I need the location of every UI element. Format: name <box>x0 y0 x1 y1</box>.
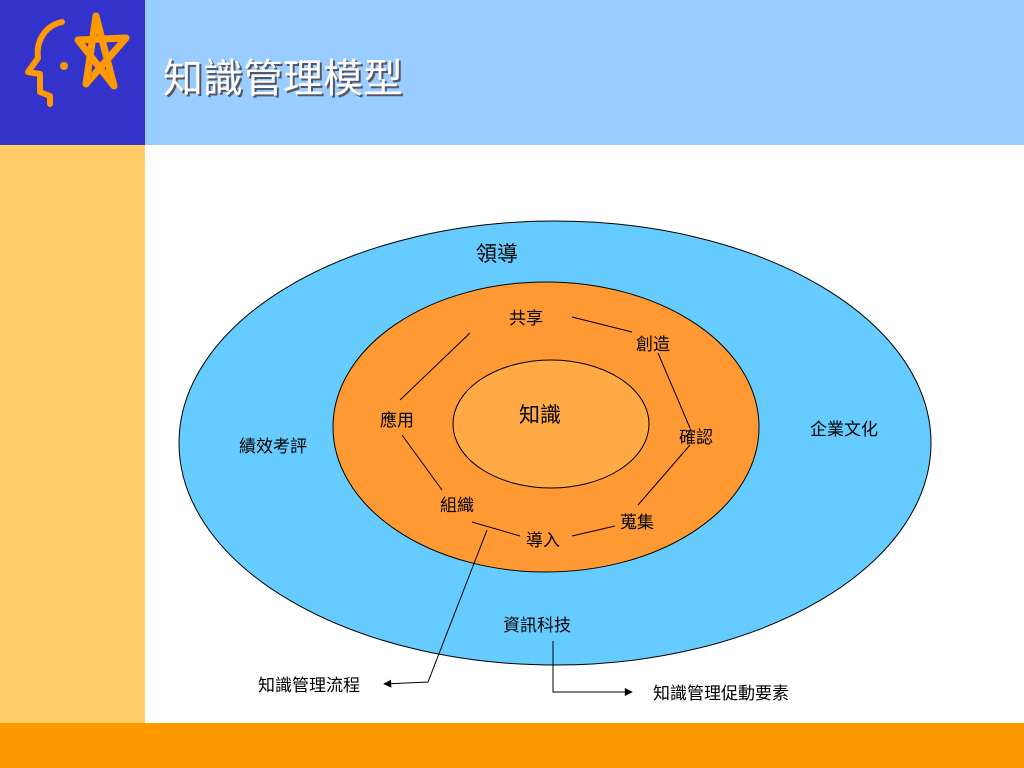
callout-process: 知識管理流程 <box>258 676 360 696</box>
process-step-collect: 蒐集 <box>620 513 654 533</box>
process-cycle-connectors <box>399 316 691 537</box>
left-band <box>0 145 145 723</box>
slide-title: 知識管理模型 <box>163 56 403 102</box>
bottom-band <box>0 723 1024 768</box>
enablers-callout-arrow <box>552 641 633 696</box>
process-step-import: 導入 <box>526 531 560 551</box>
header-band <box>145 0 1024 145</box>
inner-ellipse <box>452 359 650 489</box>
logo-box <box>0 0 145 145</box>
ring-label-left: 績效考評 <box>239 437 307 457</box>
core-label: 知識 <box>519 403 561 427</box>
ring-label-top: 領導 <box>476 242 518 266</box>
process-callout-arrow <box>383 529 488 688</box>
ring-label-bottom: 資訊科技 <box>503 616 571 636</box>
ring-label-right: 企業文化 <box>810 420 878 440</box>
head-with-star-icon <box>25 12 130 107</box>
process-step-create: 創造 <box>636 335 670 355</box>
process-step-share: 共享 <box>509 309 543 329</box>
callout-enablers: 知識管理促動要素 <box>653 684 789 704</box>
process-step-confirm: 確認 <box>679 428 713 448</box>
process-step-apply: 應用 <box>380 410 414 431</box>
process-step-organize: 組織 <box>440 496 474 516</box>
